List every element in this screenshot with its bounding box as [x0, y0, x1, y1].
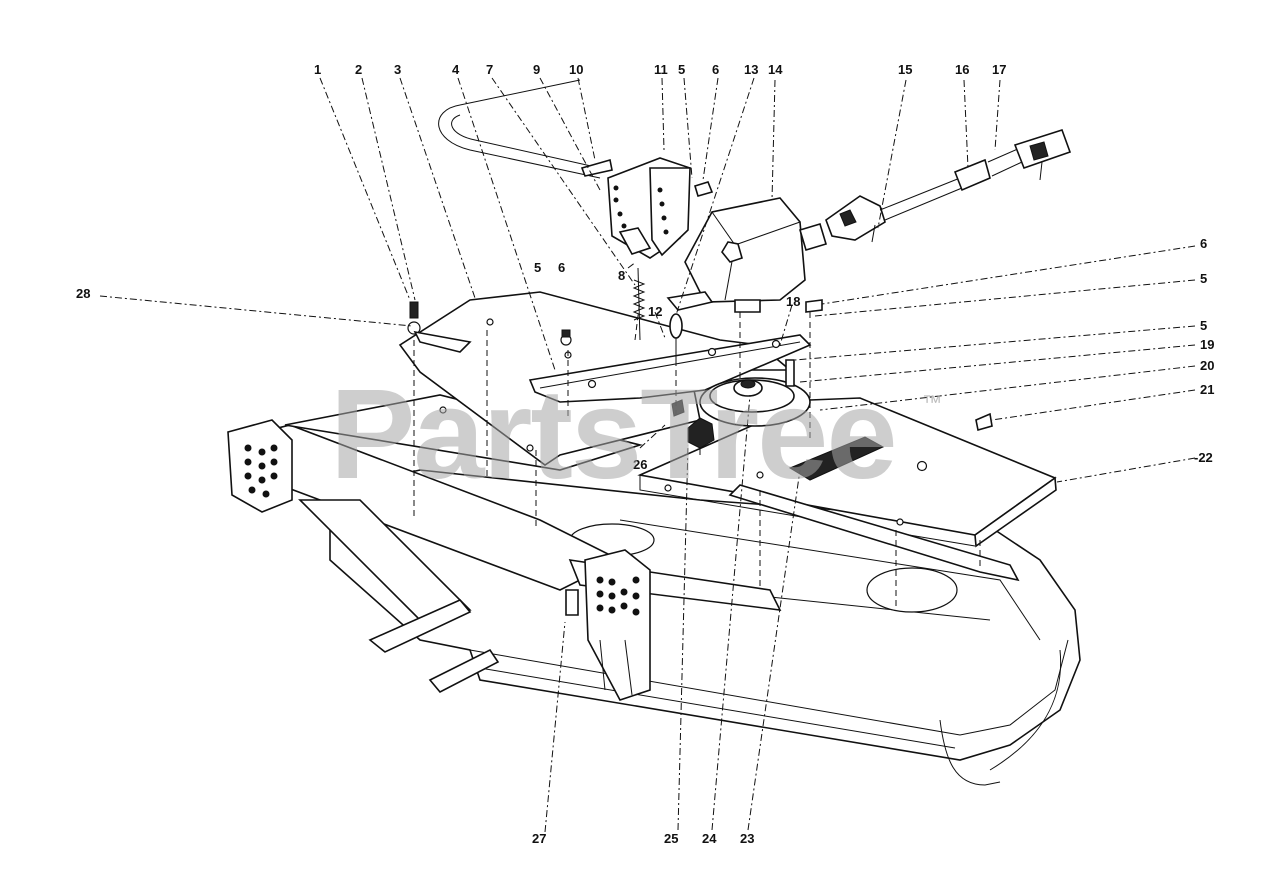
callout-25: 25: [664, 831, 678, 846]
callout-labels: 1 2 3 4 7 9 10 11 5 6 13 14 15 16 17 6 5…: [76, 62, 1214, 846]
callout-18: 18: [786, 294, 800, 309]
callout-8: 8: [618, 268, 625, 283]
right-deck-plate: [637, 397, 1057, 582]
blade-spindle: [687, 417, 715, 455]
callout-4: 4: [452, 62, 460, 77]
channel-bracket: [528, 334, 812, 403]
callout-14: 14: [768, 62, 783, 77]
callout-16: 16: [955, 62, 969, 77]
callout-24: 24: [702, 831, 717, 846]
callout-15: 15: [898, 62, 912, 77]
callout-12: 12: [648, 304, 662, 319]
callout-2: 2: [355, 62, 362, 77]
callout-6-top: 6: [712, 62, 719, 77]
callout-22: -22: [1194, 450, 1213, 465]
callout-3: 3: [394, 62, 401, 77]
gear-box: [684, 197, 827, 313]
callout-11: 11: [654, 62, 668, 77]
callout-5-right-a: 5: [1200, 271, 1207, 286]
drive-shaft: [825, 129, 1072, 243]
watermark-trademark: ™: [922, 392, 942, 414]
hardware: [407, 158, 993, 432]
callout-5-top: 5: [678, 62, 685, 77]
callout-5-left: 5: [534, 260, 541, 275]
callout-13: 13: [744, 62, 758, 77]
callout-10: 10: [569, 62, 583, 77]
idler-arm-bracket: [607, 157, 714, 360]
callout-21: 21: [1200, 382, 1214, 397]
callout-26: 26: [633, 457, 647, 472]
callout-17: 17: [992, 62, 1006, 77]
callout-6-right: 6: [1200, 236, 1207, 251]
callout-19: 19: [1200, 337, 1214, 352]
callout-20: 20: [1200, 358, 1214, 373]
callout-9: 9: [533, 62, 540, 77]
callout-7: 7: [486, 62, 493, 77]
callout-6-left: 6: [558, 260, 565, 275]
handle-loop: [438, 79, 601, 179]
callout-23: 23: [740, 831, 754, 846]
callout-leaders: [99, 77, 1196, 833]
assembly-lines: [413, 299, 981, 610]
callout-5-right-b: 5: [1200, 318, 1207, 333]
callout-28: 28: [76, 286, 90, 301]
drive-pulley: [699, 377, 811, 427]
callout-27: 27: [532, 831, 546, 846]
callout-1: 1: [314, 62, 321, 77]
